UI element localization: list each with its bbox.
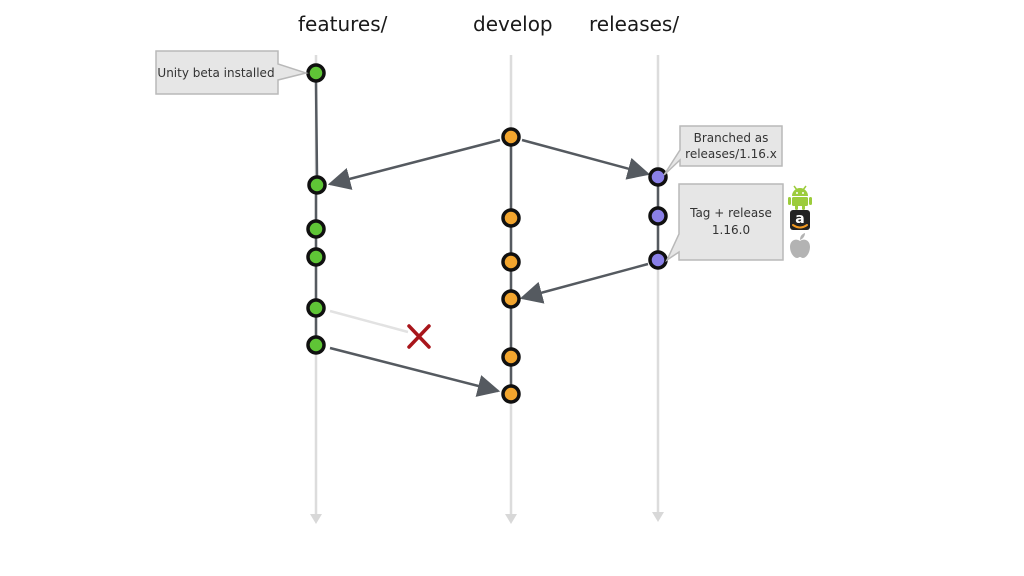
discarded-merge-line	[329, 309, 409, 334]
apple-icon	[790, 233, 810, 258]
develop-commits	[501, 127, 521, 404]
callout-branched-line2: releases/1.16.x	[685, 147, 777, 161]
features-chain	[314, 80, 319, 338]
commit-node	[648, 250, 668, 270]
callout-tag-line1: Tag + release	[689, 206, 772, 220]
callout-tag-line2: 1.16.0	[712, 223, 750, 237]
commit-node	[501, 289, 521, 309]
branch-arrow-develop-to-releases	[521, 138, 651, 180]
svg-text:a: a	[795, 211, 804, 227]
merge-arrow-features-to-develop	[329, 346, 501, 397]
commit-node	[501, 127, 521, 147]
lane-title-develop: develop	[473, 12, 553, 36]
commit-node	[306, 298, 326, 318]
merge-arrow-releases-to-develop	[519, 262, 649, 304]
commit-node	[307, 175, 327, 195]
lane-title-features: features/	[298, 12, 388, 36]
commit-node	[306, 247, 326, 267]
callout-unity-beta: Unity beta installed	[155, 50, 309, 95]
branch-arrow-develop-to-features	[327, 138, 501, 190]
commit-node	[648, 206, 668, 226]
lane-releases	[652, 55, 664, 522]
callout-unity-beta-text: Unity beta installed	[157, 66, 274, 80]
commit-node	[306, 219, 326, 239]
lane-title-releases: releases/	[589, 12, 680, 36]
commit-node	[648, 167, 668, 187]
callout-tag-release: Tag + release 1.16.0	[665, 183, 784, 263]
commit-node	[501, 252, 521, 272]
commit-node	[501, 347, 521, 367]
android-icon	[788, 185, 812, 210]
release-commits	[648, 167, 668, 270]
commit-node	[501, 208, 521, 228]
discarded-cross-icon	[407, 324, 431, 349]
callout-branched-line1: Branched as	[694, 131, 769, 145]
commit-node	[306, 335, 326, 355]
callout-branched: Branched as releases/1.16.x	[663, 125, 783, 176]
commit-node	[306, 63, 326, 83]
amazon-icon: a	[790, 210, 810, 230]
commit-node	[501, 384, 521, 404]
